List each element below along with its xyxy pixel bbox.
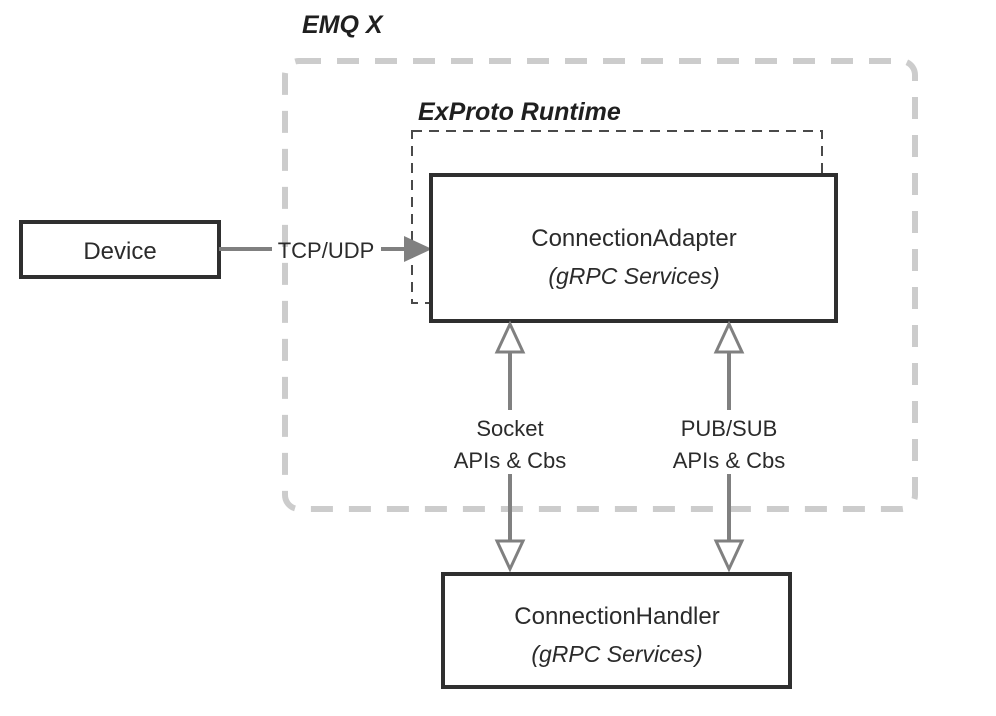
- node-connection-adapter-label: ConnectionAdapter: [531, 225, 736, 252]
- node-device-label: Device: [83, 238, 156, 265]
- node-connection-handler[interactable]: [441, 572, 792, 689]
- edge-socket-label-line1: Socket: [476, 416, 543, 441]
- node-connection-handler-sublabel: (gRPC Services): [531, 641, 702, 667]
- edge-socket-label-line2: APIs & Cbs: [454, 448, 566, 473]
- node-connection-adapter[interactable]: [429, 173, 838, 323]
- edge-pubsub-label-backdrop: [663, 410, 795, 474]
- edge-socket-label-backdrop: [448, 410, 572, 474]
- arrowhead-socket-down-icon: [494, 539, 526, 573]
- arrowhead-into-adapter-icon: [404, 236, 432, 262]
- edge-pubsub-label-line1: PUB/SUB: [681, 416, 778, 441]
- arrowhead-pubsub-up-icon: [713, 320, 745, 354]
- node-connection-handler-label: ConnectionHandler: [514, 603, 719, 630]
- exproto-runtime-title: ExProto Runtime: [418, 98, 621, 126]
- emqx-title: EMQ X: [302, 11, 384, 39]
- arrowhead-socket-up-icon: [494, 320, 526, 354]
- edge-pubsub-label-line2: APIs & Cbs: [673, 448, 785, 473]
- node-device[interactable]: [19, 220, 221, 279]
- arrowhead-pubsub-down-icon: [713, 539, 745, 573]
- edge-device-to-adapter-label: TCP/UDP: [278, 238, 375, 263]
- node-connection-adapter-sublabel: (gRPC Services): [548, 263, 719, 289]
